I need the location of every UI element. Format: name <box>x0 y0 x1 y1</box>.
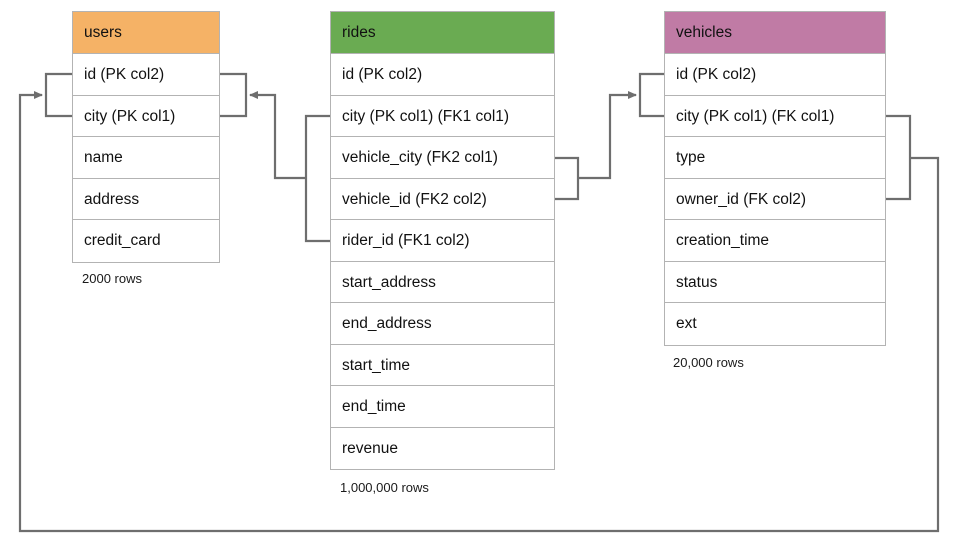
table-rides-field-rider-id[interactable]: rider_id (FK1 col2) <box>331 220 554 262</box>
table-rides-field-start-address[interactable]: start_address <box>331 262 554 303</box>
table-vehicles-field-ext[interactable]: ext <box>676 315 697 332</box>
table-rides-row-count: 1,000,000 rows <box>340 480 429 495</box>
table-users-field-name[interactable]: name <box>73 137 219 179</box>
table-rides-field-end-time[interactable]: end_time <box>331 386 554 428</box>
connector-vehicles-left-bracket <box>638 72 664 118</box>
table-users-header: users <box>73 12 219 54</box>
table-vehicles-field-owner-id[interactable]: owner_id (FK col2) <box>665 179 885 220</box>
connector-rides-fk2-to-vehicles <box>578 91 637 180</box>
table-users-field-id[interactable]: id (PK col2) <box>73 54 219 96</box>
table-vehicles-field-type[interactable]: type <box>665 137 885 179</box>
table-vehicles-field-creation-time[interactable]: creation_time <box>665 220 885 262</box>
table-vehicles[interactable]: vehicles id (PK col2) city (PK col1) (FK… <box>664 11 886 346</box>
table-rides-field-start-time[interactable]: start_time <box>331 345 554 386</box>
connector-vehicles-right-bracket <box>886 114 912 201</box>
connector-users-left-bracket <box>44 72 72 118</box>
table-rides-field-id[interactable]: id (PK col2) <box>331 54 554 96</box>
table-users-field-credit-card[interactable]: credit_card <box>84 232 161 249</box>
table-vehicles-field-status[interactable]: status <box>665 262 885 303</box>
table-vehicles-row-count: 20,000 rows <box>673 355 744 370</box>
table-rides-header: rides <box>331 12 554 54</box>
table-vehicles-header: vehicles <box>665 12 885 54</box>
table-rides[interactable]: rides id (PK col2) city (PK col1) (FK1 c… <box>330 11 555 470</box>
connector-users-right-bracket <box>220 72 248 118</box>
table-rides-field-city[interactable]: city (PK col1) (FK1 col1) <box>331 96 554 137</box>
connector-rides-fk1-to-users <box>249 91 306 180</box>
table-rides-field-revenue[interactable]: revenue <box>342 439 399 457</box>
table-rides-field-end-address[interactable]: end_address <box>331 303 554 345</box>
table-vehicles-field-city[interactable]: city (PK col1) (FK col1) <box>665 96 885 137</box>
table-rides-field-vehicle-id[interactable]: vehicle_id (FK2 col2) <box>331 179 554 220</box>
table-users-field-city[interactable]: city (PK col1) <box>73 96 219 137</box>
connector-rides-left-bracket <box>304 114 330 243</box>
table-users[interactable]: users id (PK col2) city (PK col1) name a… <box>72 11 220 263</box>
connector-rides-right-bracket <box>555 156 580 201</box>
table-rides-field-vehicle-city[interactable]: vehicle_city (FK2 col1) <box>331 137 554 179</box>
table-users-row-count: 2000 rows <box>82 271 142 286</box>
table-users-field-address[interactable]: address <box>73 179 219 220</box>
table-vehicles-field-id[interactable]: id (PK col2) <box>665 54 885 96</box>
